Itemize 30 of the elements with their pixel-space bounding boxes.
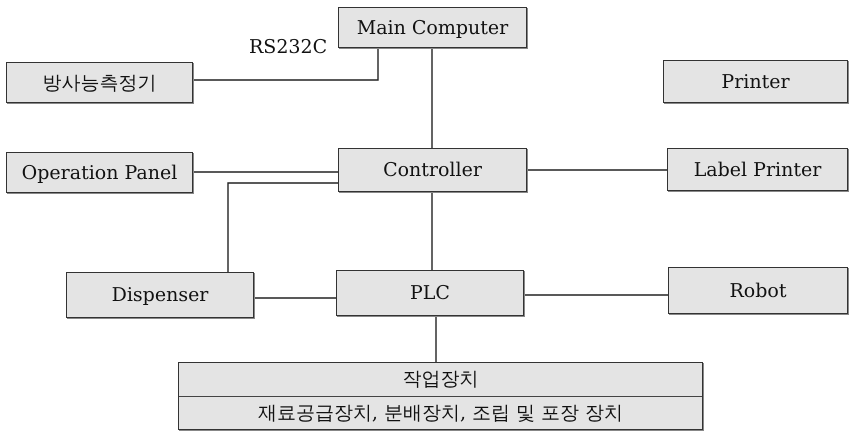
box-heading: 작업장치 bbox=[402, 367, 480, 392]
box-label: Main Computer bbox=[356, 16, 508, 38]
box-label: 방사능측정기 bbox=[42, 70, 156, 96]
process-box bbox=[336, 270, 524, 316]
process-box bbox=[663, 60, 848, 103]
process-box bbox=[66, 272, 254, 318]
connector-line bbox=[254, 297, 336, 299]
process-box bbox=[668, 267, 848, 314]
box-label: PLC bbox=[410, 282, 450, 304]
box-label: Robot bbox=[730, 280, 786, 302]
connector-line bbox=[527, 169, 667, 171]
process-box bbox=[6, 62, 193, 103]
process-box bbox=[178, 362, 703, 430]
process-box bbox=[667, 148, 848, 191]
process-box bbox=[6, 152, 193, 193]
box-label: Controller bbox=[383, 159, 482, 181]
connector-line bbox=[193, 48, 379, 81]
box-label: Dispenser bbox=[112, 284, 208, 306]
connector-line bbox=[193, 171, 338, 173]
box-label: Printer bbox=[721, 70, 790, 92]
connector-line bbox=[524, 294, 668, 296]
process-box bbox=[338, 7, 527, 48]
process-box bbox=[338, 148, 527, 192]
connector-line bbox=[431, 48, 433, 148]
box-label: Label Printer bbox=[694, 158, 822, 180]
connector-line bbox=[431, 192, 433, 270]
box-label: Operation Panel bbox=[22, 162, 178, 184]
connector-line bbox=[227, 182, 338, 272]
connector-line bbox=[435, 316, 437, 362]
box-subtext: 재료공급장치, 분배장치, 조립 및 포장 장치 bbox=[179, 396, 702, 429]
